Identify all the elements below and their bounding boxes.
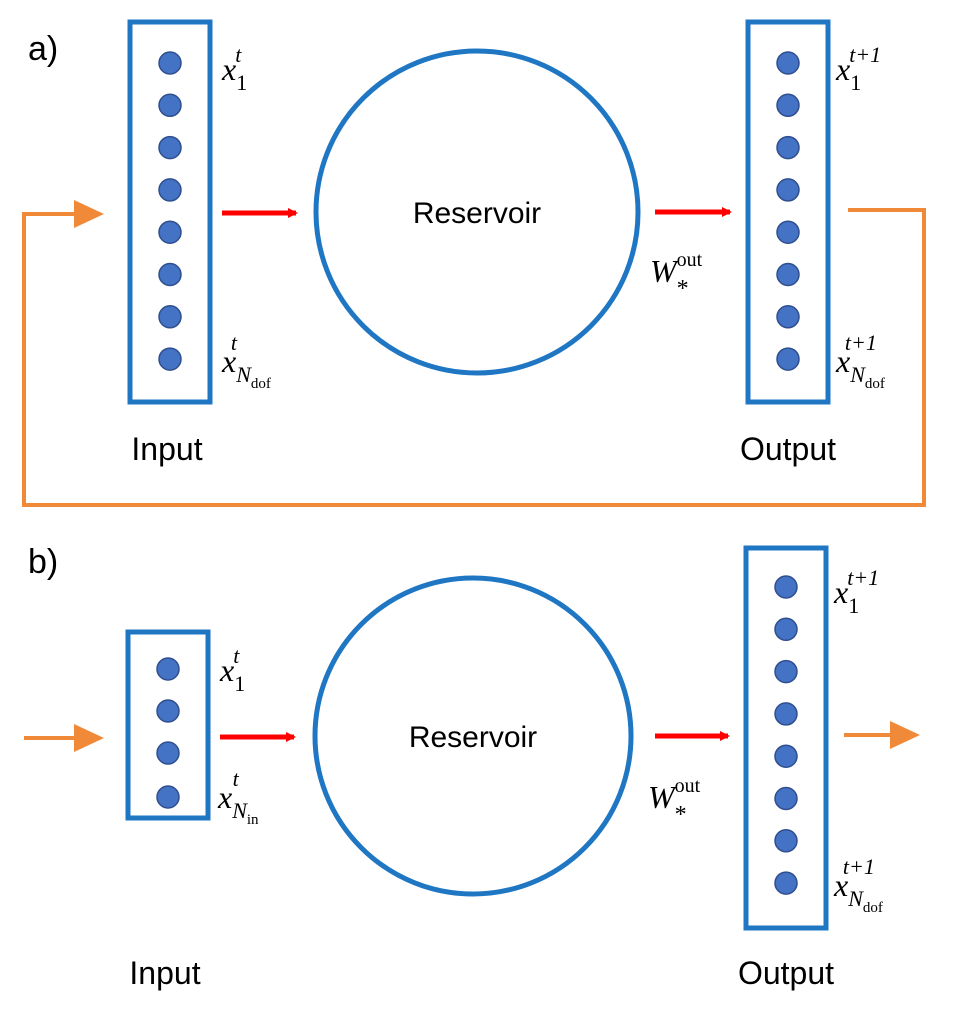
neuron-node (156, 785, 180, 809)
input-nodes (158, 51, 182, 371)
neuron-node (774, 829, 798, 853)
neuron-node (774, 871, 798, 895)
output-top-label: x1t+1 (835, 42, 881, 95)
output-box (745, 19, 831, 405)
reservoir-circle (313, 48, 641, 376)
external-input-arrowhead (74, 724, 104, 752)
neuron-node (158, 262, 182, 287)
neuron-node (776, 135, 800, 160)
neuron-node (158, 93, 182, 118)
input-box (127, 19, 213, 405)
neuron-node (156, 699, 180, 723)
neuron-node (774, 702, 798, 726)
neuron-node (156, 741, 180, 765)
feedback-loop-line (22, 208, 926, 507)
neuron-node (776, 178, 800, 202)
input-top-label: x1t (219, 643, 245, 696)
output-nodes (776, 51, 800, 371)
input-bottom-label: xNint (217, 766, 259, 828)
panel-b-label: b) (28, 543, 58, 581)
input-top-label: x1t (221, 42, 247, 95)
input-nodes (156, 657, 180, 809)
neuron-node (776, 51, 800, 75)
output-nodes (774, 575, 798, 895)
neuron-node (774, 575, 798, 599)
neuron-node (158, 347, 182, 371)
neuron-node (776, 220, 800, 244)
feedback-arrowhead (74, 200, 104, 228)
neuron-node (158, 305, 182, 329)
external-output-arrowhead (890, 721, 920, 749)
reservoir-circle (312, 575, 634, 897)
neuron-node (774, 786, 798, 811)
reservoir-label: Reservoir (413, 197, 541, 230)
neuron-node (158, 51, 182, 75)
output-box (743, 545, 829, 931)
neuron-node (774, 617, 798, 642)
output-bottom-label: xNdoft+1 (833, 854, 883, 916)
output-caption: Output (740, 431, 836, 467)
panel-b: b) x1t xNint Reservoir W*out x1t+1 (24, 543, 920, 991)
neuron-node (158, 178, 182, 202)
neuron-node (774, 744, 798, 768)
output-caption: Output (738, 955, 834, 991)
neuron-node (776, 262, 800, 287)
output-weight-label: W*out (650, 249, 703, 302)
panel-a-label: a) (28, 30, 58, 68)
input-caption: Input (131, 431, 202, 467)
output-weight-label: W*out (648, 775, 701, 828)
neuron-node (158, 220, 182, 244)
neuron-node (776, 93, 800, 118)
neuron-node (776, 347, 800, 371)
output-top-label: x1t+1 (833, 565, 879, 618)
neuron-node (774, 659, 798, 684)
reservoir-label: Reservoir (409, 721, 537, 754)
input-caption: Input (129, 955, 200, 991)
neuron-node (776, 305, 800, 329)
input-bottom-label: xNdoft (221, 330, 271, 392)
neuron-node (156, 657, 180, 681)
output-bottom-label: xNdoft+1 (835, 330, 885, 392)
neuron-node (158, 135, 182, 160)
panel-a: a) x1t xNdoft Reservoir W*out x1t+1 (22, 19, 926, 507)
input-box (125, 629, 211, 821)
